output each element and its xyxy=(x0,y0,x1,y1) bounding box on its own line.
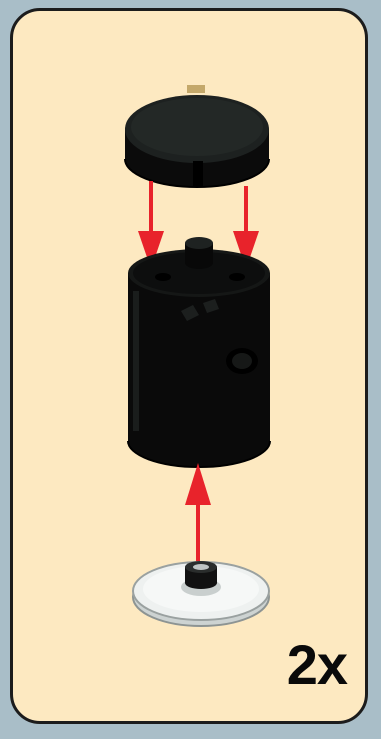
quantity-label: 2x xyxy=(287,637,347,693)
transparent-round-plate-part xyxy=(133,561,269,626)
round-tile-part xyxy=(125,85,269,187)
instruction-step-panel: 2x xyxy=(10,8,368,724)
round-brick-part xyxy=(128,237,270,467)
assembly-illustration xyxy=(13,11,368,724)
arrow-up xyxy=(185,463,211,567)
